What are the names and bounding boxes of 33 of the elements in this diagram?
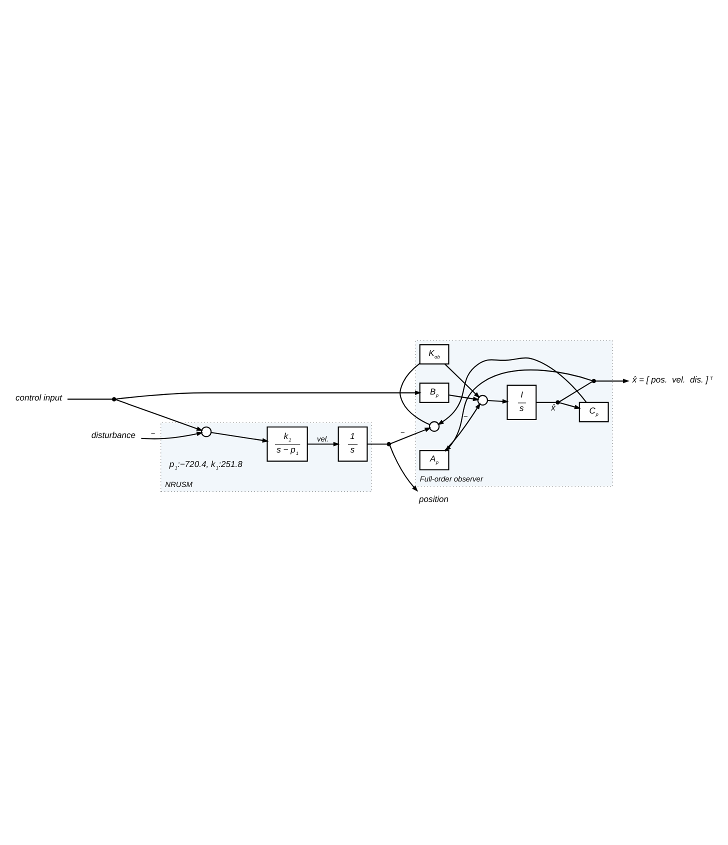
arrow <box>308 441 340 446</box>
connector <box>67 398 112 400</box>
node-text: position <box>419 493 449 504</box>
arrow <box>444 368 592 452</box>
node-text: disturbance <box>91 430 136 440</box>
arrow <box>389 444 418 492</box>
node-box: I s <box>506 384 537 420</box>
arrow <box>211 431 269 442</box>
node-circle <box>428 420 440 432</box>
arrow <box>141 431 204 439</box>
connector <box>559 380 592 402</box>
node-circle <box>556 400 560 404</box>
arrow <box>444 363 480 398</box>
arrow <box>596 378 630 383</box>
connector <box>400 362 430 425</box>
node-circle <box>386 441 391 446</box>
node-circle <box>477 394 488 406</box>
node-circle <box>112 396 116 401</box>
arrow <box>444 402 481 450</box>
connector <box>367 443 387 444</box>
arrow <box>560 402 581 409</box>
node-label: x̂ <box>551 402 556 412</box>
connector <box>536 401 556 402</box>
arrow <box>488 398 509 404</box>
node-box: 1 s <box>338 426 368 462</box>
arrow <box>390 426 432 444</box>
arrow <box>437 356 587 425</box>
node-circle <box>592 378 596 383</box>
arrow <box>448 394 480 401</box>
node-circle <box>200 426 212 437</box>
arrow <box>116 398 204 430</box>
node-text: control input <box>15 392 62 402</box>
arrow <box>116 390 422 400</box>
